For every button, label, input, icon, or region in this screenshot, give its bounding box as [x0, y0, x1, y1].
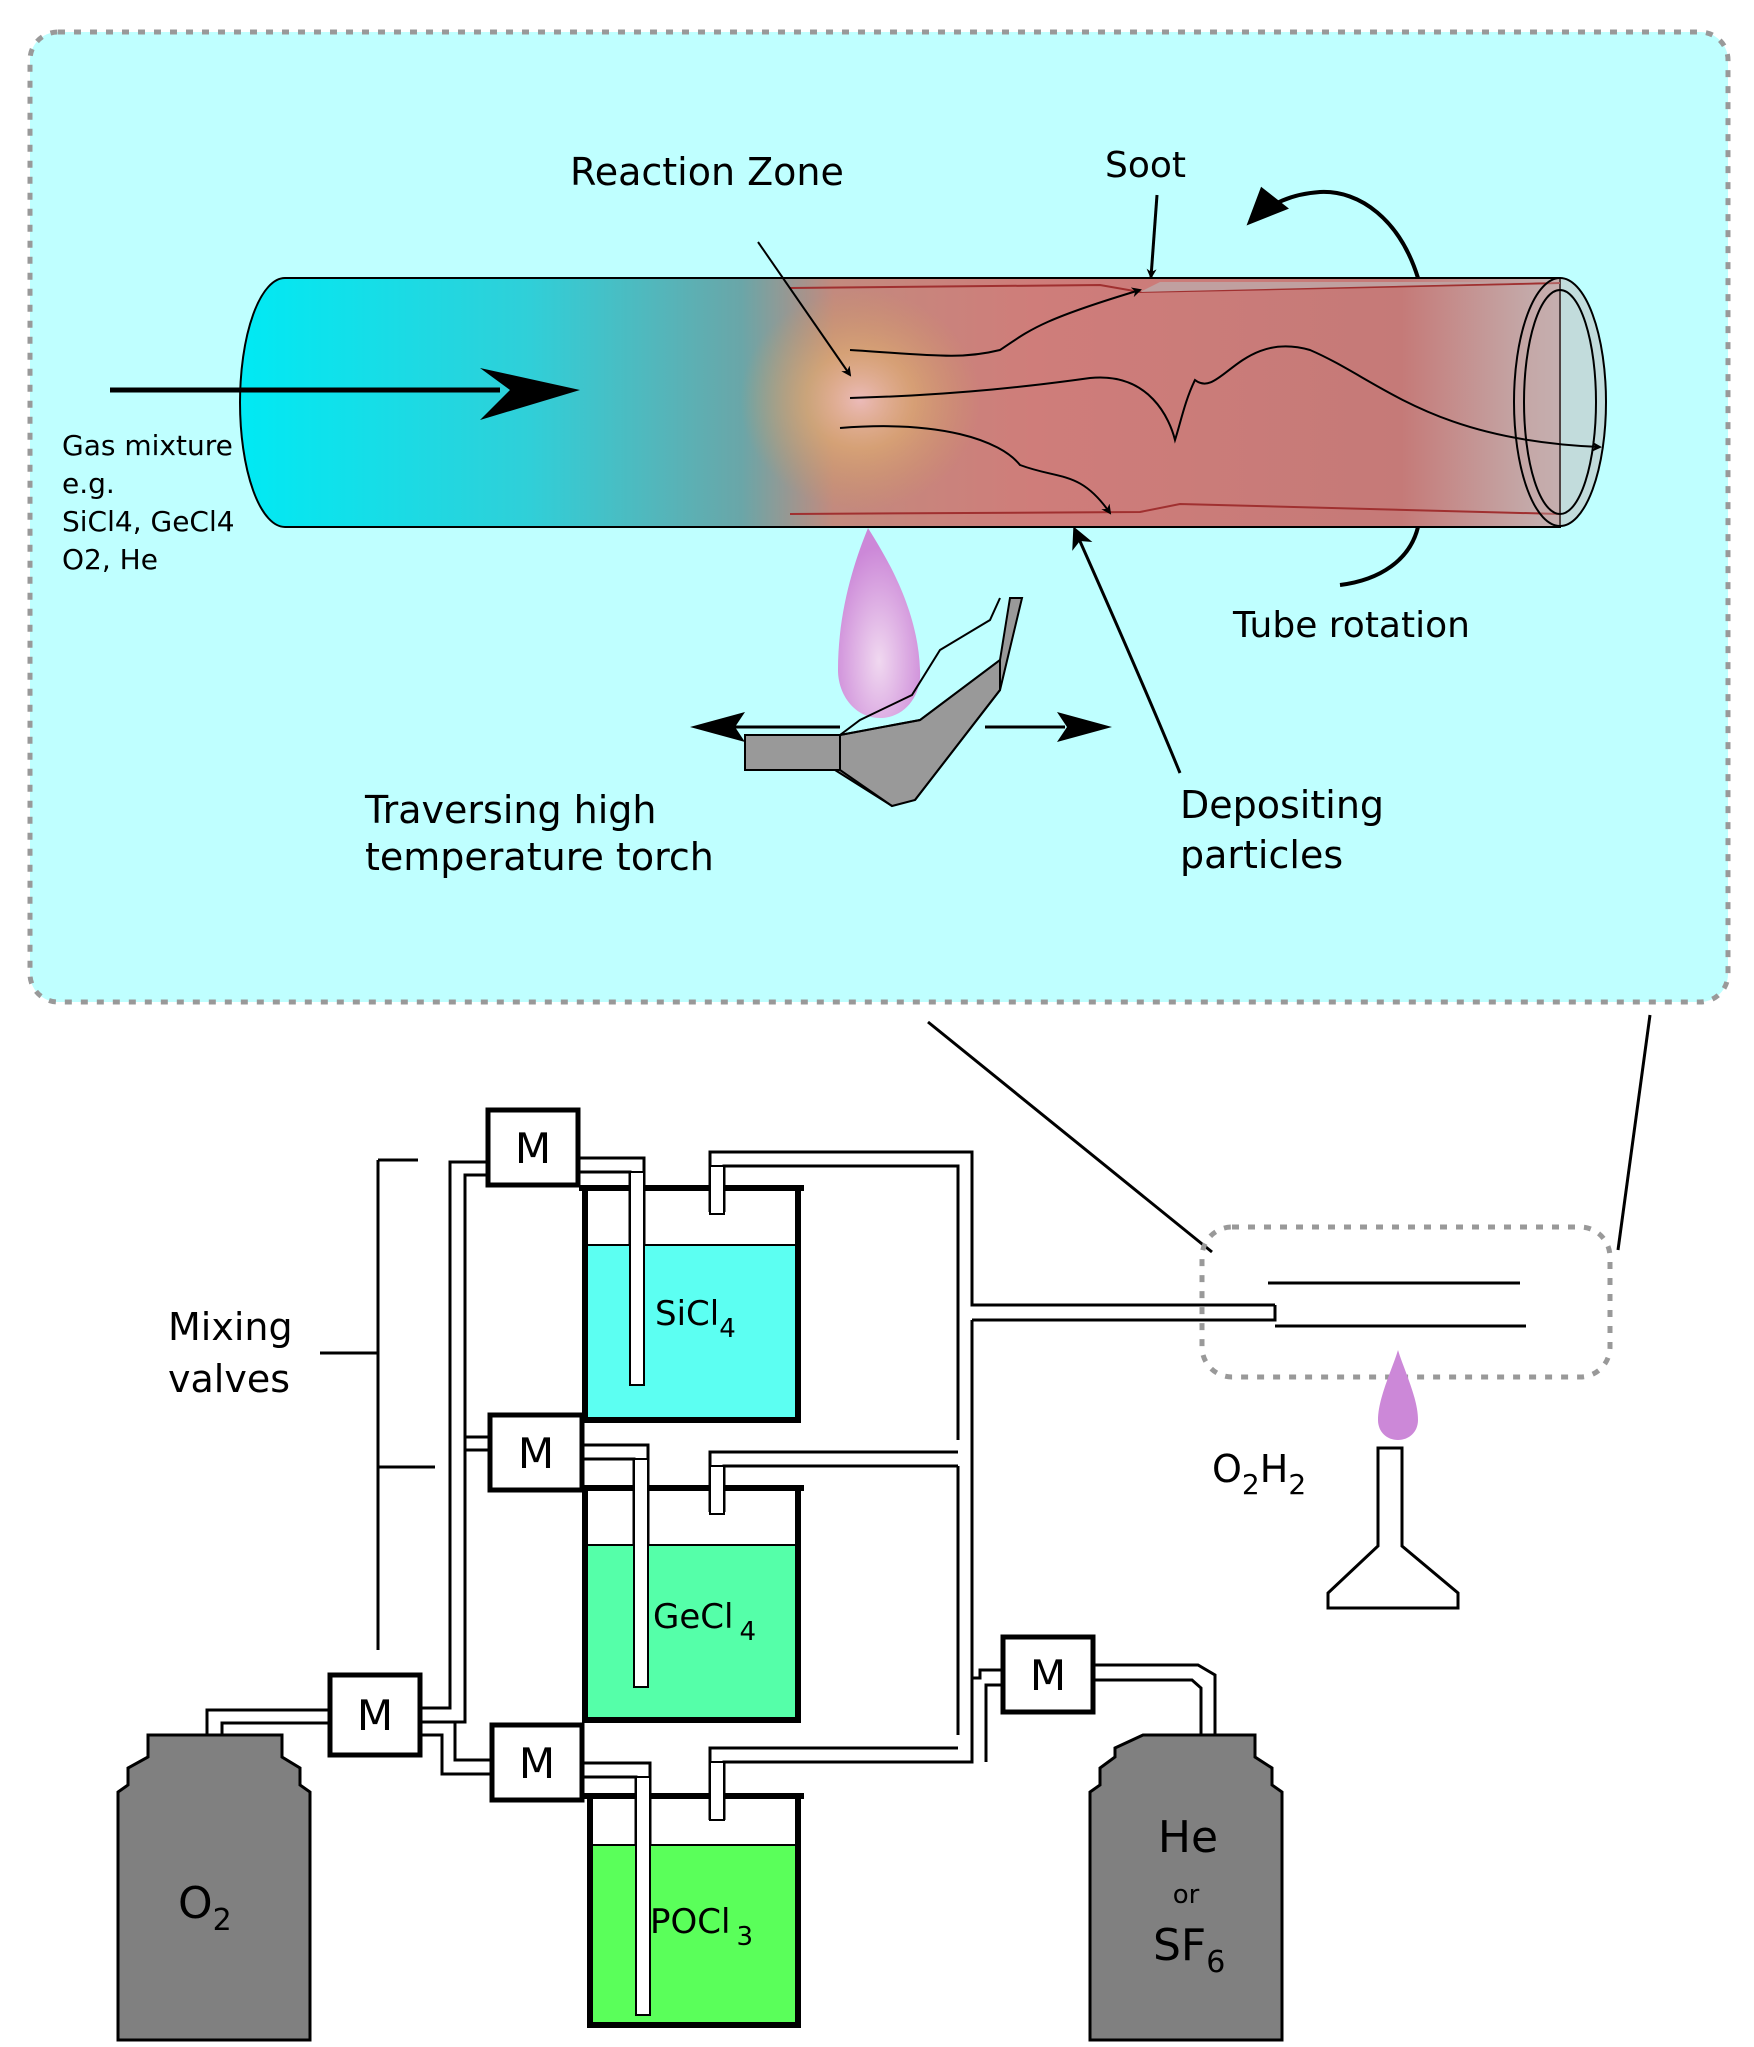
depositing-label-1: Depositing [1180, 783, 1384, 827]
soot-label: Soot [1105, 145, 1186, 186]
mixing-valves-label-1: Mixing [168, 1305, 293, 1349]
small-tube [1268, 1281, 1526, 1328]
reaction-zone-pointer [757, 241, 852, 377]
valve-pocl3: M [489, 1722, 585, 1803]
zoom-connector-left [927, 1020, 1213, 1254]
svg-text:He: He [1158, 1812, 1218, 1863]
rotation-arrow [1246, 186, 1420, 587]
collector-box [1199, 1224, 1613, 1380]
burner: O2H2 [1212, 1350, 1460, 1610]
svg-text:M: M [518, 1429, 554, 1478]
valve-carrier: M [1000, 1634, 1096, 1715]
valve-sicl4: M [485, 1107, 581, 1188]
quartz-tube [239, 277, 1607, 528]
zoom-connector-right [1616, 1014, 1652, 1251]
valve-gecl4: M [487, 1412, 585, 1493]
gas-mixture-label-2: e.g. [62, 467, 115, 500]
gas-inlet-arrow [110, 368, 580, 420]
torch-label-1: Traversing high [364, 788, 657, 832]
svg-text:M: M [515, 1124, 551, 1173]
svg-text:M: M [357, 1691, 393, 1740]
mixing-valves-bracket [320, 1158, 435, 1650]
valve-oxygen: M [327, 1672, 423, 1758]
traversing-torch [690, 528, 1112, 808]
gas-mixture-label-3: SiCl4, GeCl4 [62, 505, 235, 538]
torch-label-2: temperature torch [365, 835, 714, 879]
svg-text:SF6: SF6 [1153, 1920, 1225, 1980]
gas-mixture-label-1: Gas mixture [62, 429, 233, 462]
gas-mixture-label-4: O2, He [62, 543, 158, 576]
depositing-label-2: particles [1180, 833, 1343, 877]
flow-lines [839, 287, 1602, 515]
sicl4-label: SiCl4 [655, 1294, 736, 1344]
bottle-sicl4: SiCl4 [579, 1165, 804, 1423]
soot-pointer [1146, 194, 1159, 279]
svg-text:or: or [1173, 1880, 1200, 1910]
mixing-valves-label-2: valves [168, 1357, 290, 1401]
burner-gas-label: O2H2 [1212, 1447, 1306, 1501]
svg-text:O2: O2 [178, 1878, 232, 1938]
cylinder-carrier: He or SF6 [1088, 1733, 1284, 2042]
depositing-pointer [1072, 526, 1182, 774]
tube-rotation-label: Tube rotation [1232, 605, 1470, 646]
svg-text:M: M [1030, 1651, 1066, 1700]
svg-text:M: M [519, 1739, 555, 1788]
cylinder-oxygen: O2 [116, 1733, 312, 2042]
reaction-zone-label: Reaction Zone [570, 150, 844, 194]
